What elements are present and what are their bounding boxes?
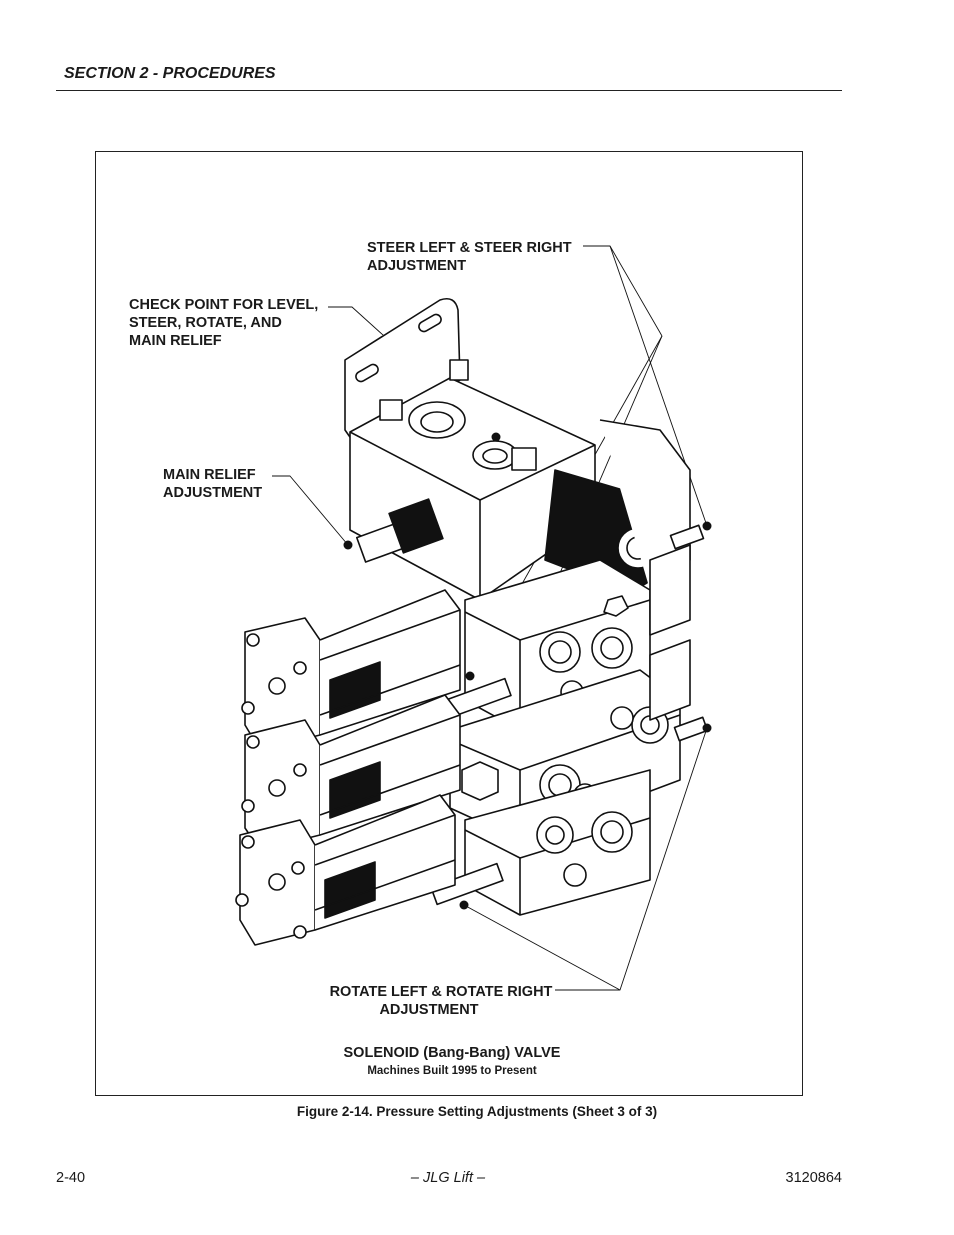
valve-subtitle: Machines Built 1995 to Present <box>367 1065 537 1077</box>
header-rule <box>56 90 842 91</box>
figure-frame <box>95 151 803 1096</box>
callout-dots <box>343 432 712 910</box>
check-point-line3: MAIN RELIEF <box>129 333 222 349</box>
doc-number: 3120864 <box>785 1170 842 1186</box>
page-number: 2-40 <box>56 1170 86 1186</box>
check-point-line1: CHECK POINT FOR LEVEL, <box>129 297 319 313</box>
check-point-label: CHECK POINT FOR LEVEL, STEER, ROTATE, AN… <box>129 296 318 350</box>
figure-caption: Figure 2-14. Pressure Setting Adjustment… <box>296 1104 658 1119</box>
check-point-line2: STEER, ROTATE, AND <box>129 315 282 331</box>
rotate-adjust-line2: ADJUSTMENT <box>379 1002 479 1018</box>
steer-adjust-line2: ADJUSTMENT <box>367 258 467 274</box>
rotate-adjust-line1: ROTATE LEFT & ROTATE RIGHT <box>329 984 553 1000</box>
main-relief-line1: MAIN RELIEF <box>163 467 256 483</box>
steer-adjust-line1: STEER LEFT & STEER RIGHT <box>367 240 572 256</box>
main-relief-label: MAIN RELIEF ADJUSTMENT <box>163 466 262 502</box>
footer-center: – JLG Lift – <box>410 1170 486 1186</box>
section-header: SECTION 2 - PROCEDURES <box>64 65 276 82</box>
valve-title: SOLENOID (Bang-Bang) VALVE <box>343 1045 561 1061</box>
steer-adjust-label: STEER LEFT & STEER RIGHT ADJUSTMENT <box>367 239 572 275</box>
rotate-adjust-label: ROTATE LEFT & ROTATE RIGHT ADJUSTMENT <box>328 983 554 1019</box>
main-relief-line2: ADJUSTMENT <box>163 485 263 501</box>
